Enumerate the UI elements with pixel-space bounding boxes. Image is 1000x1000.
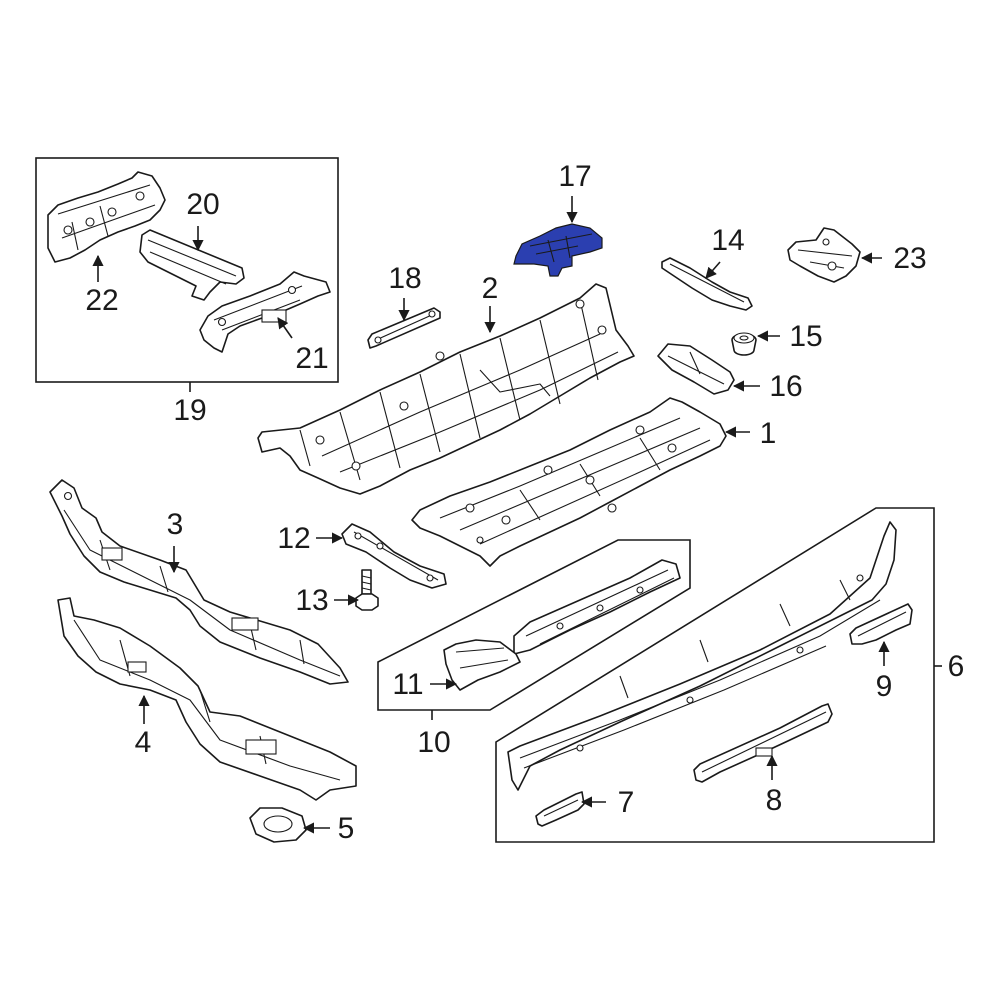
part-23[interactable]	[787, 227, 861, 283]
callout-20[interactable]: 20	[186, 188, 219, 221]
part-12[interactable]	[341, 523, 447, 589]
part-5[interactable]	[249, 807, 307, 843]
part-20[interactable]	[139, 229, 245, 301]
part-2[interactable]	[257, 283, 635, 495]
callout-2[interactable]: 2	[482, 272, 499, 305]
leader-lines	[92, 196, 942, 834]
callout-7[interactable]: 7	[618, 786, 635, 819]
part-1[interactable]	[411, 397, 727, 567]
callout-6[interactable]: 6	[948, 650, 965, 683]
part-18[interactable]	[367, 307, 441, 349]
part-4[interactable]	[57, 597, 357, 801]
callout-23[interactable]: 23	[893, 242, 926, 275]
callout-16[interactable]: 16	[769, 370, 802, 403]
part-14[interactable]	[661, 257, 753, 311]
group-frame-6	[495, 507, 935, 843]
part-11[interactable]	[443, 639, 521, 691]
part-10-rail[interactable]	[513, 559, 681, 655]
callout-19[interactable]: 19	[173, 394, 206, 427]
callout-labels: 17 2 18 14 23 15 16 1 20 22 21 19 3 4 5 …	[85, 160, 964, 845]
callout-21[interactable]: 21	[295, 342, 328, 375]
callout-4[interactable]: 4	[135, 726, 152, 759]
group-frame-19	[35, 157, 339, 383]
part-9[interactable]	[849, 603, 913, 645]
callout-22[interactable]: 22	[85, 284, 118, 317]
callout-12[interactable]: 12	[277, 522, 310, 555]
callout-15[interactable]: 15	[789, 320, 822, 353]
callout-18[interactable]: 18	[388, 262, 421, 295]
part-7[interactable]	[535, 791, 585, 827]
part-16[interactable]	[657, 343, 735, 395]
callout-5[interactable]: 5	[338, 812, 355, 845]
callout-11[interactable]: 11	[392, 668, 423, 701]
part-13[interactable]	[355, 569, 379, 611]
part-17-highlighted[interactable]	[513, 223, 603, 277]
part-8[interactable]	[693, 703, 833, 783]
part-3[interactable]	[49, 479, 349, 685]
callout-8[interactable]: 8	[766, 784, 783, 817]
part-22[interactable]	[47, 171, 166, 263]
part-21[interactable]	[199, 271, 331, 353]
callout-3[interactable]: 3	[167, 508, 184, 541]
callout-9[interactable]: 9	[876, 670, 893, 703]
part-15[interactable]	[731, 332, 757, 356]
callout-17[interactable]: 17	[558, 160, 591, 193]
callout-1[interactable]: 1	[760, 417, 777, 450]
part-6-rocker[interactable]	[507, 521, 897, 791]
callout-14[interactable]: 14	[711, 224, 744, 257]
group-frame-10	[377, 539, 691, 711]
callout-13[interactable]: 13	[295, 584, 328, 617]
callout-10[interactable]: 10	[417, 726, 450, 759]
